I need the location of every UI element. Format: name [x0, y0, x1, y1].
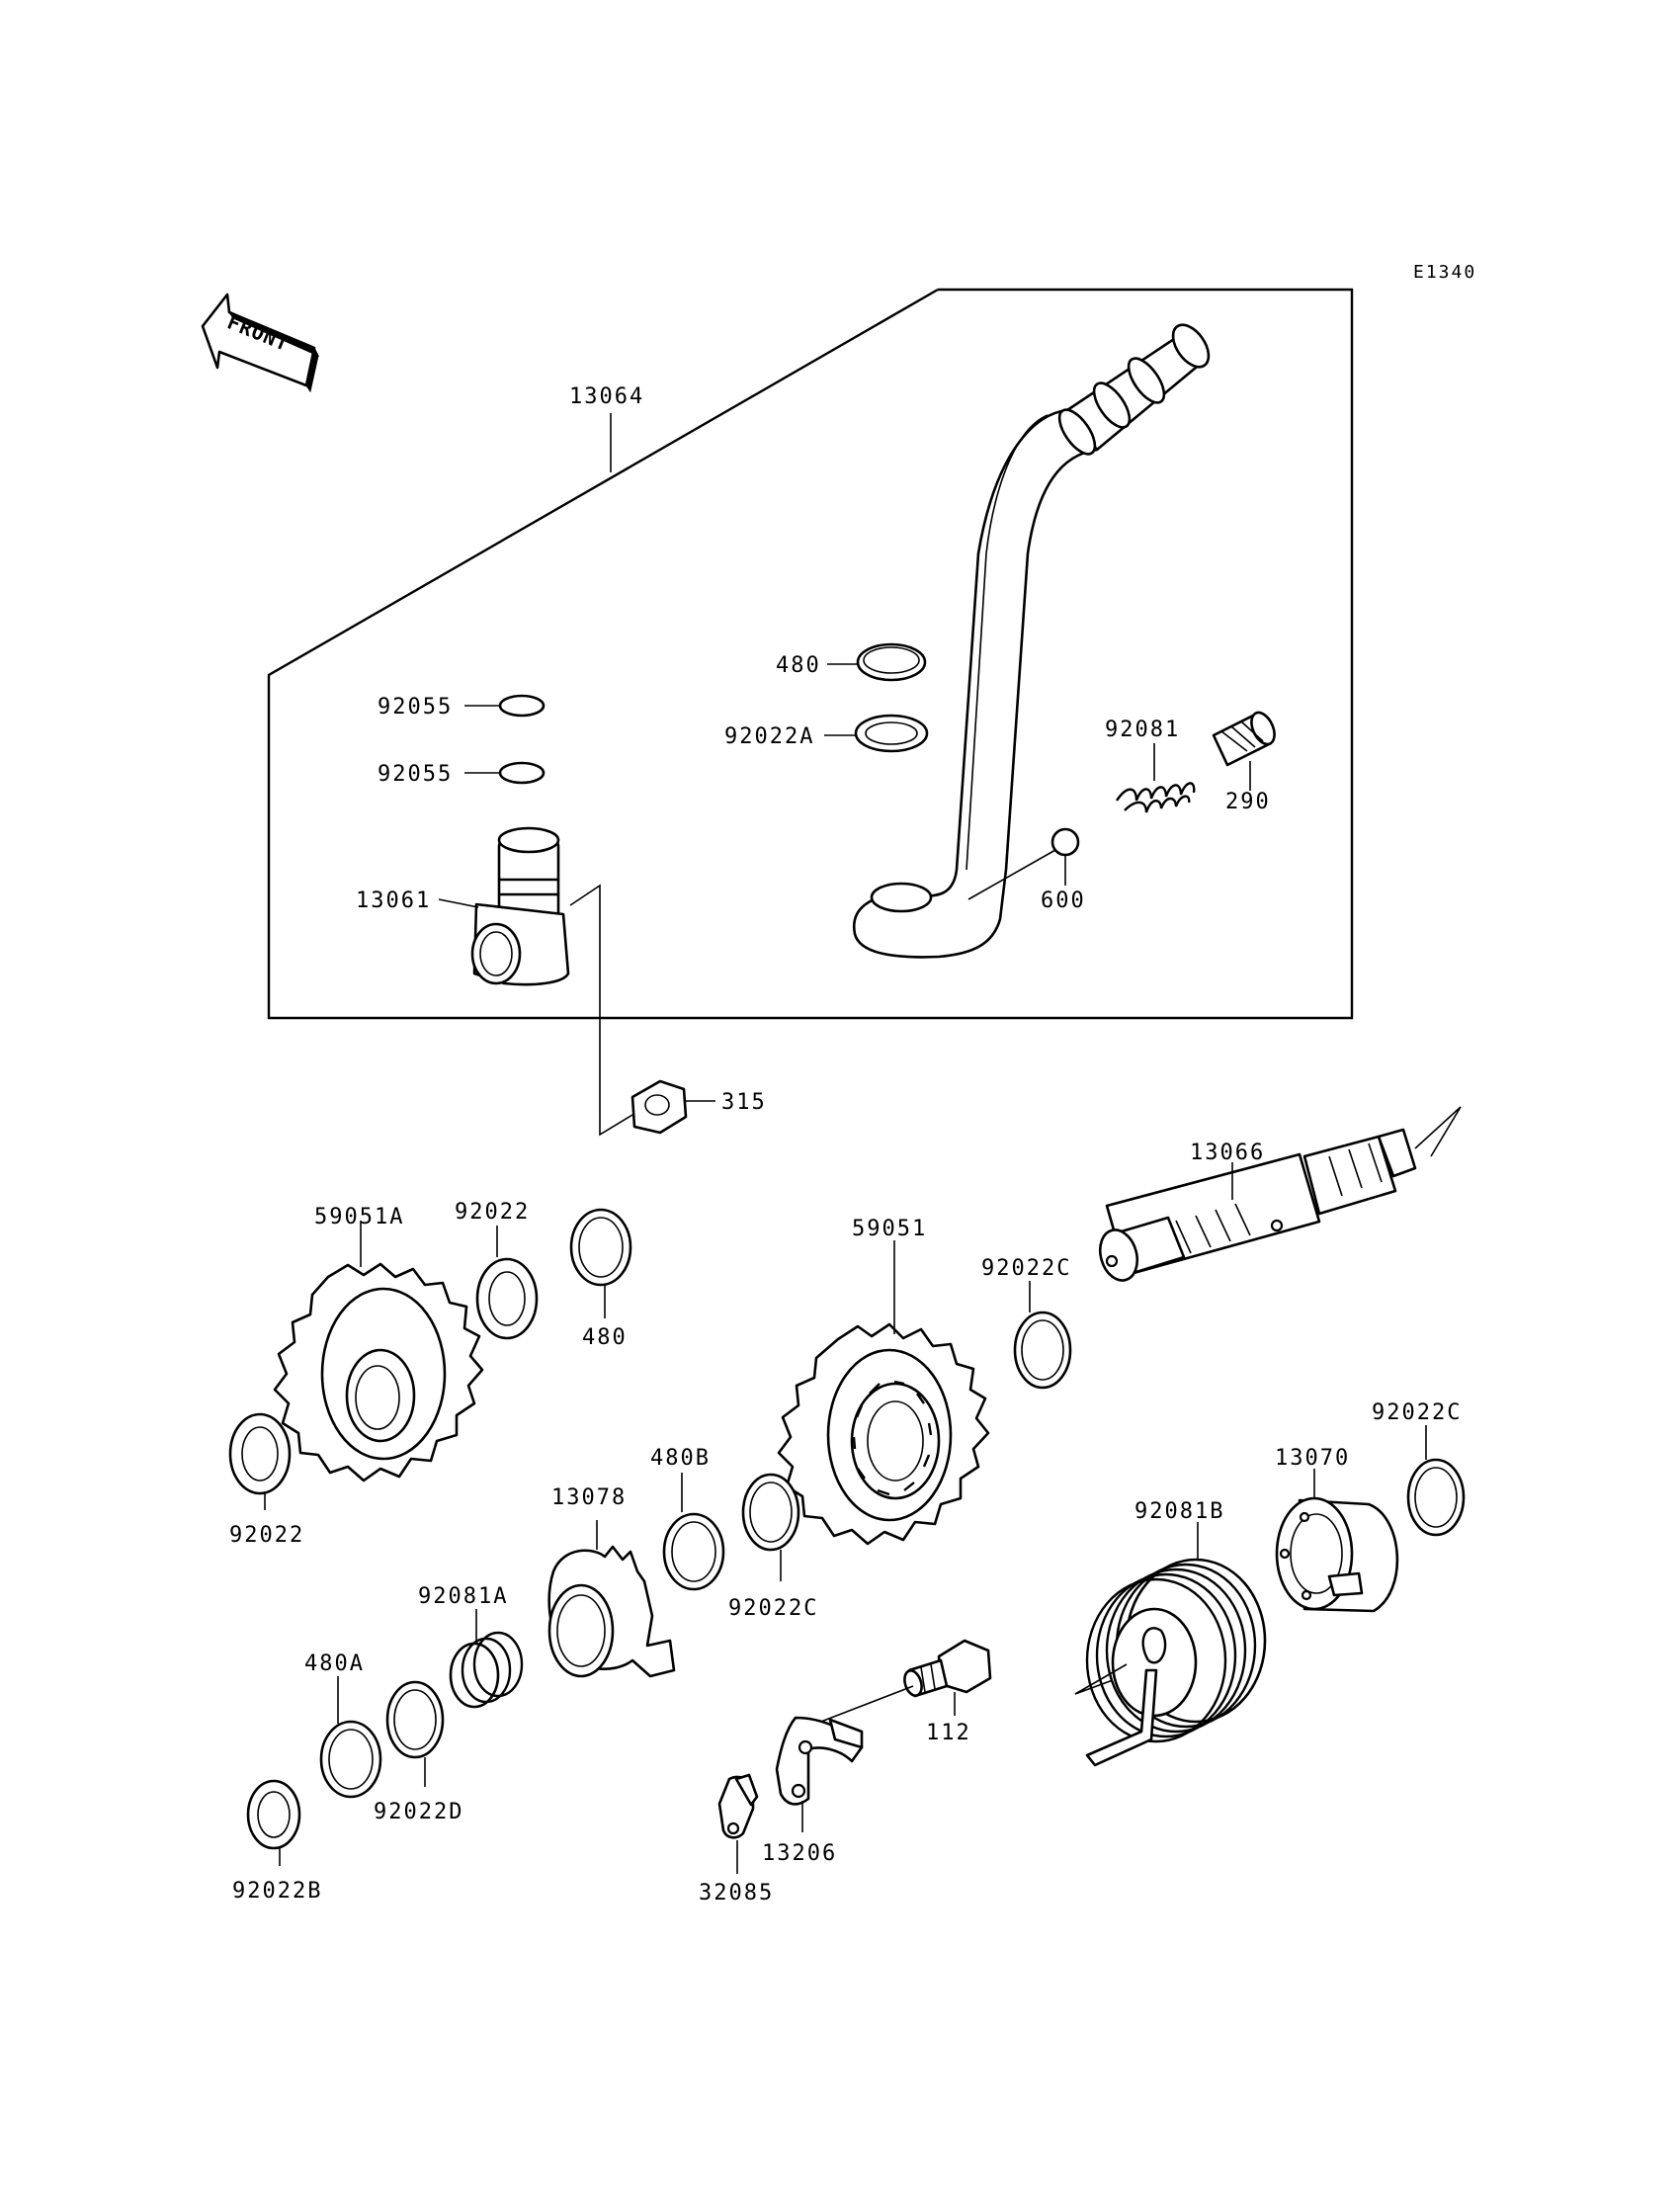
part-92022A: 92022A	[724, 714, 929, 753]
label-112: 112	[926, 1721, 971, 1745]
label-92022C-c: 92022C	[1372, 1400, 1462, 1425]
label-32085: 32085	[699, 1881, 774, 1906]
label-92081A: 92081A	[418, 1584, 508, 1609]
part-92022C-a: 92022C	[981, 1256, 1072, 1390]
label-92081: 92081	[1105, 718, 1180, 742]
part-59051A: 59051A	[273, 1205, 484, 1482]
diagram-code: E1340	[1413, 262, 1476, 283]
label-13064: 13064	[569, 384, 644, 409]
label-92022-left: 92022	[229, 1523, 304, 1548]
label-92055-a: 92055	[378, 695, 453, 720]
label-92022D: 92022D	[374, 1800, 463, 1824]
label-315: 315	[721, 1090, 767, 1115]
part-92022C-b: 92022C	[728, 1473, 818, 1621]
label-92022C-b: 92022C	[728, 1596, 818, 1621]
label-13061: 13061	[356, 889, 431, 913]
label-92081B: 92081B	[1134, 1499, 1224, 1524]
label-92055-b: 92055	[378, 762, 453, 787]
label-59051: 59051	[852, 1217, 927, 1241]
part-92081B: 92081B	[1074, 1499, 1267, 1767]
label-13206: 13206	[762, 1841, 837, 1866]
label-59051A: 59051A	[314, 1205, 404, 1229]
part-13078: 13078	[547, 1485, 676, 1678]
part-13070: 13070	[1275, 1446, 1399, 1613]
label-480B: 480B	[650, 1446, 711, 1471]
part-32085: 32085	[699, 1773, 774, 1906]
part-92055-a: 92055	[378, 694, 546, 720]
label-600: 600	[1041, 889, 1086, 913]
assembly-outline	[267, 288, 1354, 1020]
part-480-mid: 480	[569, 1208, 632, 1350]
label-92022C-a: 92022C	[981, 1256, 1071, 1281]
part-480B: 480B	[650, 1446, 725, 1591]
label-13070: 13070	[1275, 1446, 1350, 1471]
part-92081: 92081	[1105, 718, 1196, 813]
part-480A: 480A	[304, 1652, 382, 1799]
part-92022D: 92022D	[374, 1680, 463, 1824]
part-13066: 13066	[1098, 1106, 1462, 1282]
part-92081A: 92081A	[418, 1584, 524, 1709]
label-13078: 13078	[551, 1485, 627, 1510]
label-92022-top: 92022	[455, 1200, 530, 1225]
part-290: 290	[1212, 711, 1276, 814]
part-92022-left: 92022	[228, 1412, 304, 1548]
label-92022A: 92022A	[724, 724, 814, 749]
front-arrow-icon: FRONT	[201, 293, 320, 393]
part-92055-b: 92055	[378, 761, 546, 787]
part-315: 315	[630, 1079, 767, 1135]
part-92022C-c: 92022C	[1372, 1400, 1466, 1537]
label-13066: 13066	[1190, 1141, 1265, 1165]
part-480-top: 480	[776, 642, 927, 682]
part-59051: 59051	[777, 1217, 990, 1546]
label-92022B: 92022B	[232, 1879, 322, 1904]
kick-pedal-lever	[852, 323, 1211, 959]
part-600: 600	[967, 827, 1086, 913]
label-290: 290	[1225, 790, 1271, 814]
part-13206: 13206	[762, 1716, 864, 1866]
label-480-top: 480	[776, 653, 821, 678]
label-480A: 480A	[304, 1652, 365, 1676]
part-13061: 13061	[356, 826, 570, 986]
label-480-mid: 480	[582, 1325, 628, 1350]
part-92022-top: 92022	[455, 1200, 539, 1340]
part-92022B: 92022B	[232, 1779, 322, 1904]
